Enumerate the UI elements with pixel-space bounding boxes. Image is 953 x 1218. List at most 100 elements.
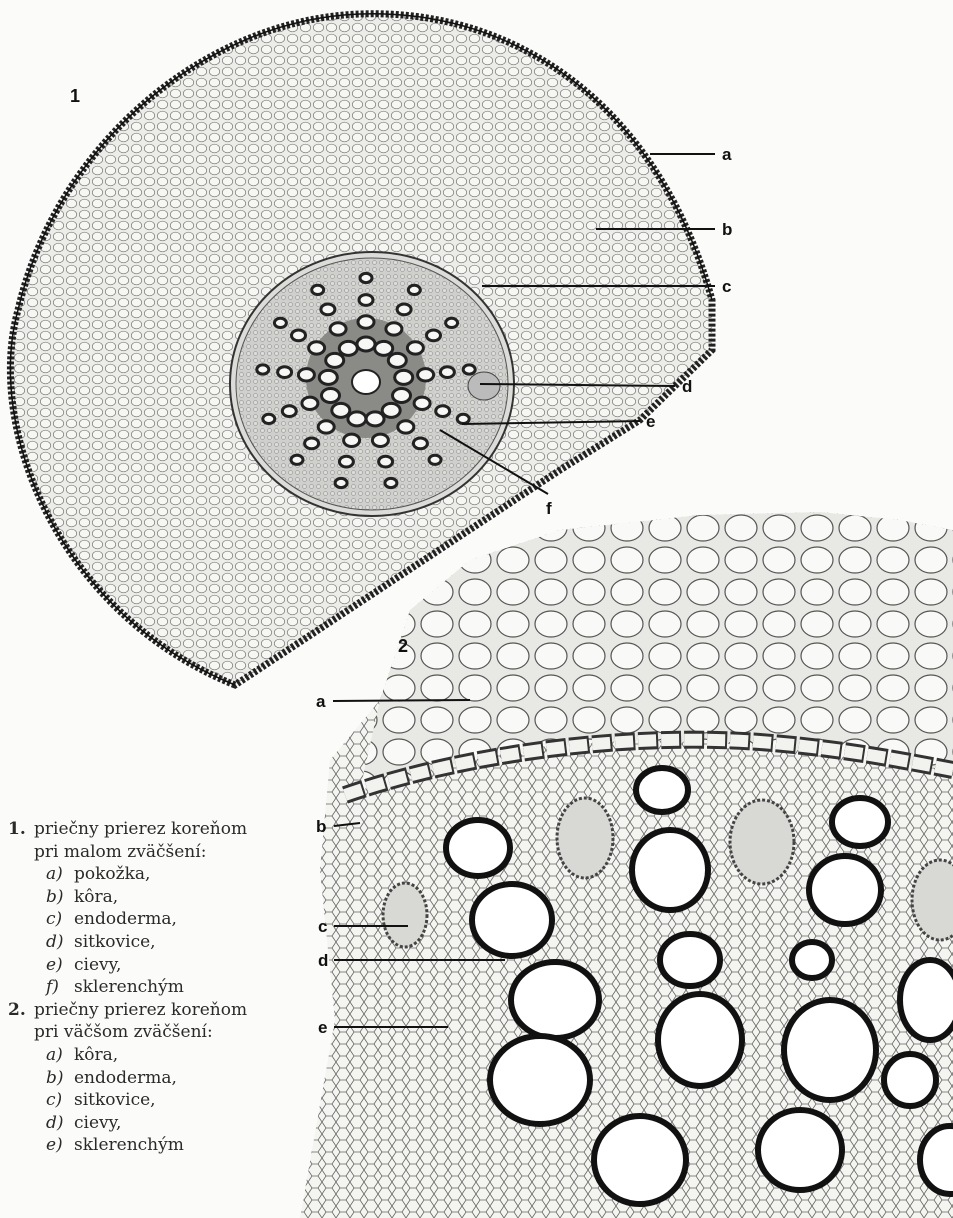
fig1-label-c: c: [722, 277, 731, 296]
vessel-cell: [291, 455, 303, 464]
vessel: [594, 1116, 686, 1204]
sub-key: e): [46, 1134, 74, 1157]
vessel: [511, 962, 599, 1038]
vessel: [900, 960, 953, 1040]
fig2-label-b: b: [316, 817, 326, 836]
fig1-label-d: d: [682, 377, 692, 396]
vessel-cell: [274, 318, 286, 327]
vessel: [758, 1110, 842, 1190]
vessel-cell: [386, 323, 402, 335]
vessel-cell: [305, 438, 319, 449]
vessel: [636, 768, 688, 812]
sub-text: sklerenchým: [74, 1135, 184, 1155]
sub-text: kôra,: [74, 887, 118, 907]
sub-key: a): [46, 863, 74, 886]
vessel-cell: [318, 421, 334, 433]
legend-item-1-sub-f: f)sklerenchým: [8, 976, 308, 999]
vessel-cell: [436, 406, 450, 417]
vessel-cell: [463, 365, 475, 374]
vessel-cell: [312, 285, 324, 294]
central-vessel: [352, 370, 380, 394]
vessel-cell: [321, 304, 335, 315]
vessel-cell: [282, 406, 296, 417]
vessel-cell: [335, 478, 347, 487]
sub-key: d): [46, 931, 74, 954]
vessel-cell: [357, 337, 375, 351]
vessel-cell: [309, 342, 325, 354]
sub-text: sklerenchým: [74, 977, 184, 997]
legend-item-2-line1: priečny prierez koreňom: [34, 1000, 247, 1020]
vessel-cell: [319, 370, 337, 384]
vessel: [490, 1036, 590, 1124]
legend-item-1-sub-c: c)endoderma,: [8, 908, 308, 931]
vessel-cell: [348, 412, 366, 426]
vessel-cell: [414, 397, 430, 409]
legend-item-1: 1.priečny prierez koreňom: [8, 818, 308, 841]
vessel-cell: [339, 456, 353, 467]
fig1-label-f: f: [546, 499, 552, 518]
sub-key: b): [46, 886, 74, 909]
sub-text: sitkovice,: [74, 932, 156, 952]
legend-item-2-line2: pri väčšom zväčšení:: [8, 1021, 308, 1044]
vessel-cell: [292, 330, 306, 341]
vessel: [632, 830, 708, 910]
vessel: [884, 1054, 936, 1106]
legend-item-2-number: 2.: [8, 999, 34, 1022]
vessel-cell: [359, 295, 373, 306]
sub-text: pokožka,: [74, 864, 150, 884]
vessel-cell: [408, 285, 420, 294]
vessel-cell: [382, 403, 400, 417]
figure2-section: [290, 500, 953, 1218]
sub-key: c): [46, 1089, 74, 1112]
vessel-cell: [372, 434, 388, 446]
sub-key: d): [46, 1112, 74, 1135]
vessel-cell: [385, 478, 397, 487]
legend-item-1-line1: priečny prierez koreňom: [34, 819, 247, 839]
sub-text: endoderma,: [74, 909, 177, 929]
sub-key: a): [46, 1044, 74, 1067]
figure1-number: 1: [70, 86, 80, 106]
sub-key: f): [46, 976, 74, 999]
vessel-cell: [298, 369, 314, 381]
fig1-label-a: a: [722, 145, 732, 164]
phloem-patch: [468, 372, 500, 400]
vessel-cell: [326, 353, 344, 367]
vessel-cell: [257, 365, 269, 374]
vessel-cell: [302, 397, 318, 409]
vessel-cell: [446, 318, 458, 327]
legend-item-1-sub-a: a)pokožka,: [8, 863, 308, 886]
legend-item-2-sub-c: c)sitkovice,: [8, 1089, 308, 1112]
sub-text: sitkovice,: [74, 1090, 156, 1110]
vessel-cell: [440, 367, 454, 378]
vessel-cell: [339, 341, 357, 355]
vessel: [809, 856, 881, 924]
sub-text: cievy,: [74, 1113, 121, 1133]
figure2-number: 2: [398, 636, 408, 656]
sub-key: c): [46, 908, 74, 931]
vessel: [660, 934, 720, 986]
vessel-cell: [413, 438, 427, 449]
vessel-cell: [366, 412, 384, 426]
legend-item-1-number: 1.: [8, 818, 34, 841]
fig2-label-a: a: [316, 692, 326, 711]
sub-text: cievy,: [74, 955, 121, 975]
vessel-cell: [407, 342, 423, 354]
vessel-cell: [360, 273, 372, 282]
vessel: [472, 884, 552, 956]
fig2-label-c: c: [318, 917, 327, 936]
sub-text: kôra,: [74, 1045, 118, 1065]
fig1-label-b: b: [722, 220, 732, 239]
vessel: [920, 1126, 953, 1194]
vessel-cell: [263, 414, 275, 423]
vessel: [446, 820, 510, 876]
fig2-label-d: d: [318, 951, 328, 970]
legend-item-2-sub-b: b)endoderma,: [8, 1067, 308, 1090]
sub-key: e): [46, 954, 74, 977]
vessel: [792, 942, 832, 978]
vessel-cell: [344, 434, 360, 446]
fig1-label-e: e: [646, 412, 655, 431]
vessel: [784, 1000, 876, 1100]
vessel-cell: [395, 370, 413, 384]
vessel-cell: [332, 403, 350, 417]
vessel: [658, 994, 742, 1086]
